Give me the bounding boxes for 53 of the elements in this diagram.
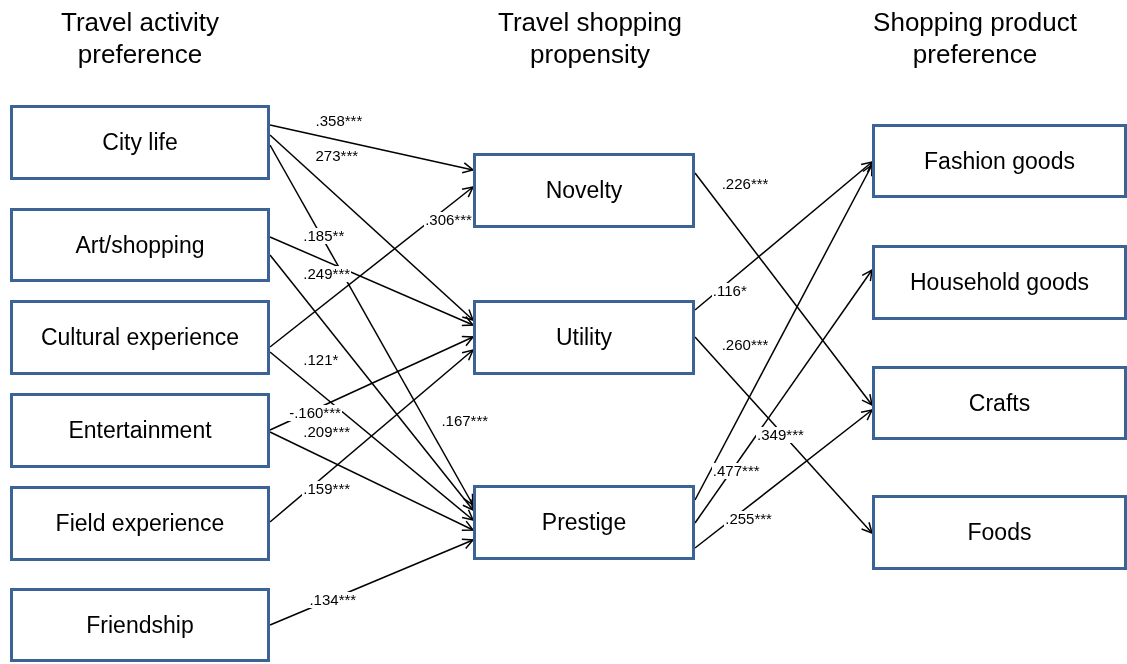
edge-label: .255*** — [724, 511, 773, 528]
box — [872, 245, 1127, 320]
arrow — [269, 144, 474, 506]
arrow — [269, 134, 474, 321]
box-label: Household goods — [910, 269, 1089, 296]
box — [872, 495, 1127, 570]
box — [10, 300, 270, 375]
box — [473, 485, 695, 560]
box — [10, 486, 270, 561]
box — [473, 153, 695, 228]
column-heading: Travel activity preference — [60, 6, 220, 70]
edge-label: .167*** — [440, 413, 490, 429]
box-label: City life — [102, 129, 178, 156]
box-label: Prestige — [541, 509, 627, 536]
edge-label: .349*** — [756, 427, 805, 444]
box-label: Novelty — [545, 177, 623, 204]
arrow — [694, 409, 873, 549]
arrow — [269, 431, 474, 531]
box — [10, 588, 270, 662]
edge-label: .306*** — [424, 211, 473, 228]
edge-label: .134*** — [308, 592, 358, 609]
arrow — [269, 254, 474, 511]
edge-label: .477*** — [711, 463, 761, 480]
arrow — [694, 269, 873, 524]
arrow — [694, 336, 873, 534]
edge-label: .185** — [302, 227, 346, 244]
arrow — [269, 124, 474, 174]
box — [10, 105, 270, 180]
arrow — [269, 236, 474, 327]
column-heading: Travel shopping propensity — [497, 6, 683, 70]
edge-label: .116* — [711, 282, 748, 299]
box-label: Entertainment — [68, 417, 212, 444]
column-heading: Shopping product preference — [872, 6, 1078, 70]
arrow — [694, 164, 873, 501]
box-label: Cultural experience — [40, 324, 240, 351]
box — [473, 300, 695, 375]
box-label: Friendship — [86, 611, 194, 639]
box-label: Field experience — [55, 510, 225, 537]
edge-label: -.160*** — [288, 405, 342, 422]
arrow — [694, 172, 873, 406]
box-label: Crafts — [968, 389, 1031, 417]
box — [872, 124, 1127, 198]
arrow — [269, 186, 474, 348]
box — [10, 393, 270, 468]
box-label: Utility — [555, 324, 613, 351]
box — [10, 208, 270, 282]
box-label: Fashion goods — [924, 147, 1075, 175]
edge-label: .249*** — [302, 265, 352, 282]
box — [872, 366, 1127, 440]
box-label: Art/shopping — [75, 231, 205, 259]
box-label: Foods — [967, 519, 1032, 546]
edge-label: .159*** — [302, 481, 352, 498]
arrow — [694, 161, 873, 311]
